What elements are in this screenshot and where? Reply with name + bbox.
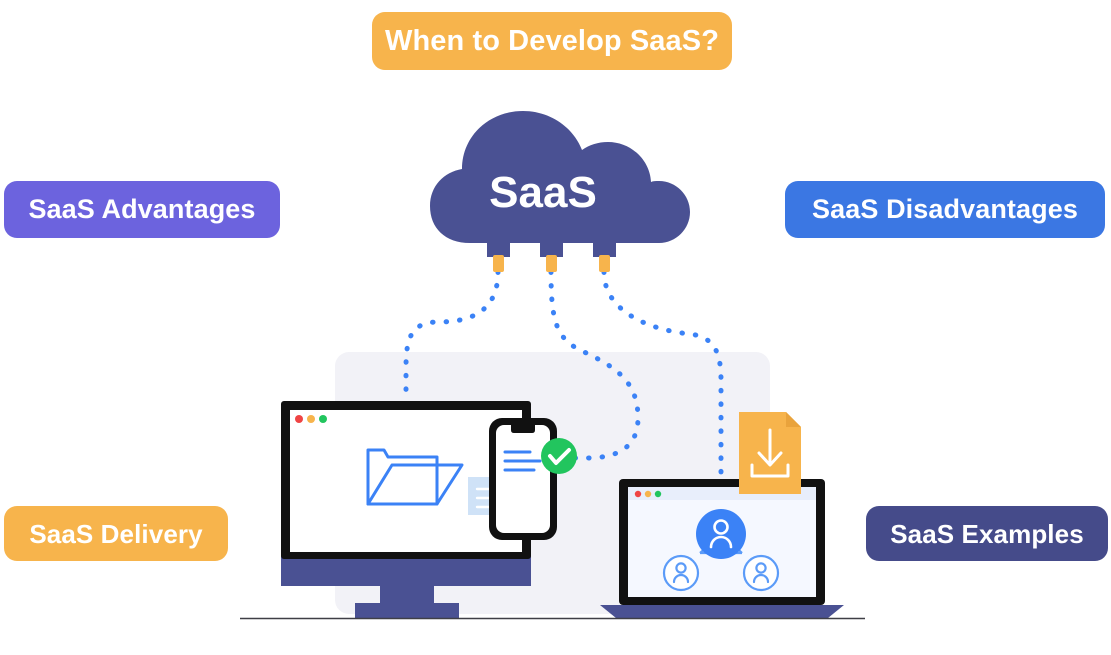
connector-line-left — [403, 269, 501, 401]
connector-group — [403, 269, 724, 489]
monitor-window-dot-red — [295, 415, 303, 423]
plug-middle — [540, 237, 563, 272]
desktop-monitor — [281, 401, 531, 618]
phone-notch — [511, 425, 535, 433]
laptop-frame — [619, 479, 825, 605]
monitor-base-bar — [281, 553, 531, 586]
speech-bubble — [468, 477, 528, 527]
document-folded-corner — [786, 412, 801, 427]
label-saas-delivery[interactable]: SaaS Delivery — [4, 506, 228, 561]
monitor-window-dot-green — [319, 415, 327, 423]
backdrop-panel — [335, 352, 770, 614]
connector-line-middle — [548, 269, 641, 461]
laptop — [600, 479, 844, 618]
label-when-to-develop-saas-text: When to Develop SaaS? — [384, 24, 720, 57]
monitor-frame — [281, 401, 531, 559]
check-badge — [541, 438, 577, 474]
label-saas-advantages[interactable]: SaaS Advantages — [4, 181, 280, 238]
label-saas-advantages-text: SaaS Advantages — [28, 194, 256, 224]
download-arrow-icon — [750, 428, 790, 478]
label-saas-disadvantages-text: SaaS Disadvantages — [812, 194, 1078, 224]
label-saas-examples-text: SaaS Examples — [890, 518, 1084, 549]
laptop-base — [600, 605, 844, 618]
smartphone — [489, 418, 557, 540]
plug-right — [593, 237, 616, 272]
label-when-to-develop-saas[interactable]: When to Develop SaaS? — [372, 12, 732, 70]
phone-screen — [496, 425, 550, 533]
monitor-screen — [290, 410, 522, 552]
download-document — [739, 412, 801, 494]
connector-line-right — [601, 269, 724, 489]
network-diagram — [662, 509, 780, 592]
laptop-window-dot-yellow — [644, 490, 652, 498]
document-shape — [739, 412, 801, 494]
monitor-stand-foot — [355, 603, 459, 618]
plug-group — [487, 237, 616, 272]
network-node-right — [742, 554, 780, 592]
label-saas-delivery-text: SaaS Delivery — [29, 518, 203, 549]
monitor-window-dot-yellow — [307, 415, 315, 423]
cloud-shape — [430, 111, 690, 243]
monitor-stand-neck — [380, 585, 434, 614]
phone-frame — [489, 418, 557, 540]
speech-bubble-shape — [468, 477, 528, 527]
saas-cloud: SaaS — [430, 111, 690, 243]
check-badge-circle — [541, 438, 577, 474]
cloud-label-saas: SaaS — [489, 168, 597, 217]
laptop-window-dot-green — [654, 490, 662, 498]
plug-left — [487, 237, 510, 272]
laptop-screen — [628, 487, 816, 597]
check-mark-icon — [548, 448, 571, 465]
network-node-primary — [696, 509, 746, 559]
folder-icon — [366, 448, 464, 506]
laptop-window-dot-red — [634, 490, 642, 498]
network-node-left — [662, 554, 700, 592]
label-saas-disadvantages[interactable]: SaaS Disadvantages — [785, 181, 1105, 238]
laptop-window-bar — [628, 487, 816, 500]
phone-content-lines — [503, 450, 542, 472]
label-saas-examples[interactable]: SaaS Examples — [866, 506, 1108, 561]
